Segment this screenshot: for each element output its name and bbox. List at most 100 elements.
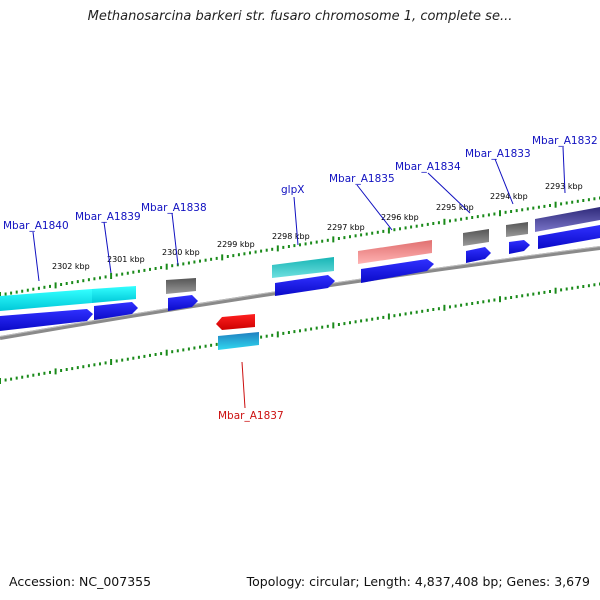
gene-label-mbar-a1839[interactable]: Mbar_A1839 [75, 211, 141, 223]
minor-tick [465, 216, 468, 220]
minor-tick [49, 370, 51, 374]
gene-label-mbar-a1833[interactable]: Mbar_A1833 [465, 148, 531, 160]
major-tick [443, 304, 446, 311]
cds-arrow-reverse[interactable] [218, 332, 259, 350]
minor-tick [365, 232, 368, 236]
gene-label-mbar-a1837[interactable]: Mbar_A1837 [218, 410, 284, 422]
major-tick [387, 227, 390, 234]
minor-tick [393, 228, 396, 232]
minor-tick [460, 303, 463, 307]
minor-tick [226, 255, 229, 258]
minor-tick [376, 230, 379, 234]
minor-tick [232, 254, 235, 258]
minor-tick [410, 225, 413, 229]
gene-mbar-a1840[interactable] [0, 289, 92, 311]
gene-label-mbar-a1835[interactable]: Mbar_A1835 [329, 173, 395, 185]
scale-label: 2294 kbp [490, 192, 528, 201]
scale-label: 2301 kbp [107, 255, 145, 264]
minor-tick [193, 346, 196, 350]
minor-tick [521, 208, 524, 212]
scale-label: 2293 kbp [545, 182, 583, 191]
minor-tick [149, 267, 151, 271]
gene-label-mbar-a1840[interactable]: Mbar_A1840 [3, 220, 69, 232]
minor-tick [87, 364, 90, 368]
minor-tick [137, 269, 140, 273]
minor-tick [526, 207, 529, 211]
minor-tick [215, 256, 218, 260]
minor-tick [282, 245, 285, 249]
minor-tick [371, 231, 374, 235]
minor-tick [593, 197, 596, 201]
minor-tick [349, 235, 351, 239]
minor-tick [204, 258, 207, 262]
minor-tick [354, 320, 357, 324]
minor-tick [310, 327, 313, 331]
minor-tick [43, 371, 46, 375]
minor-tick [521, 294, 524, 298]
cds-arrow[interactable] [509, 240, 530, 254]
minor-tick [37, 372, 40, 376]
minor-tick [199, 259, 201, 263]
minor-tick [326, 324, 329, 328]
minor-tick [293, 244, 296, 248]
minor-tick [26, 288, 29, 292]
cds-arrow[interactable] [361, 259, 434, 283]
minor-tick [82, 365, 85, 369]
minor-tick [104, 361, 107, 365]
major-tick [165, 349, 168, 356]
gene-glpx[interactable] [272, 257, 334, 278]
cds-arrow[interactable] [275, 275, 335, 296]
minor-tick [171, 264, 174, 268]
minor-tick [32, 373, 35, 377]
minor-tick [582, 199, 585, 202]
minor-tick [260, 335, 263, 339]
gene-label-mbar-a1832[interactable]: Mbar_A1832 [532, 135, 598, 147]
gene-label-mbar-a1834[interactable]: Mbar_A1834 [395, 161, 461, 173]
cds-arrow[interactable] [168, 295, 198, 311]
minor-tick [287, 331, 290, 334]
major-tick [110, 359, 113, 365]
major-tick [443, 218, 446, 225]
minor-tick [576, 285, 579, 289]
minor-tick [187, 347, 190, 351]
scale-label: 2298 kbp [272, 232, 310, 241]
gene-mbar-a1833[interactable] [506, 222, 528, 237]
minor-tick [526, 293, 529, 297]
cds-arrow[interactable] [466, 247, 491, 263]
cds-arrow[interactable] [0, 309, 93, 331]
minor-tick [126, 357, 129, 361]
minor-tick [454, 218, 457, 222]
minor-tick [237, 253, 240, 257]
major-tick [276, 331, 279, 338]
major-tick [165, 263, 168, 270]
minor-tick [137, 355, 140, 359]
gene-label-glpx[interactable]: glpX [281, 184, 304, 196]
minor-tick [565, 287, 568, 291]
minor-tick [382, 229, 385, 233]
cds-arrow[interactable] [94, 302, 138, 320]
scale-ticks-lower [0, 282, 600, 384]
minor-tick [510, 210, 513, 213]
map-title: Methanosarcina barkeri str. fusaro chrom… [87, 9, 513, 24]
minor-tick [471, 302, 474, 305]
gene-mbar-a1835[interactable] [358, 240, 432, 264]
gene-mbar-a1834[interactable] [463, 229, 489, 246]
minor-tick [254, 250, 257, 254]
gene-mbar-a1837-group [216, 314, 259, 350]
minor-tick [260, 249, 263, 253]
minor-tick [565, 201, 568, 205]
gene-mbar-a1837[interactable] [216, 314, 255, 330]
minor-tick [465, 302, 468, 306]
cds-arrow[interactable] [538, 225, 600, 249]
minor-tick [26, 374, 29, 378]
minor-tick [87, 278, 90, 282]
minor-tick [265, 334, 268, 338]
gene-mbar-a1832[interactable] [535, 207, 600, 232]
gene-label-mbar-a1838[interactable]: Mbar_A1838 [141, 202, 207, 214]
gene-mbar-a1838[interactable] [166, 278, 196, 294]
minor-tick [104, 275, 107, 279]
gene-mbar-a1839[interactable] [92, 286, 136, 303]
minor-tick [299, 243, 301, 247]
label-leaders [32, 146, 566, 409]
minor-tick [82, 279, 85, 283]
